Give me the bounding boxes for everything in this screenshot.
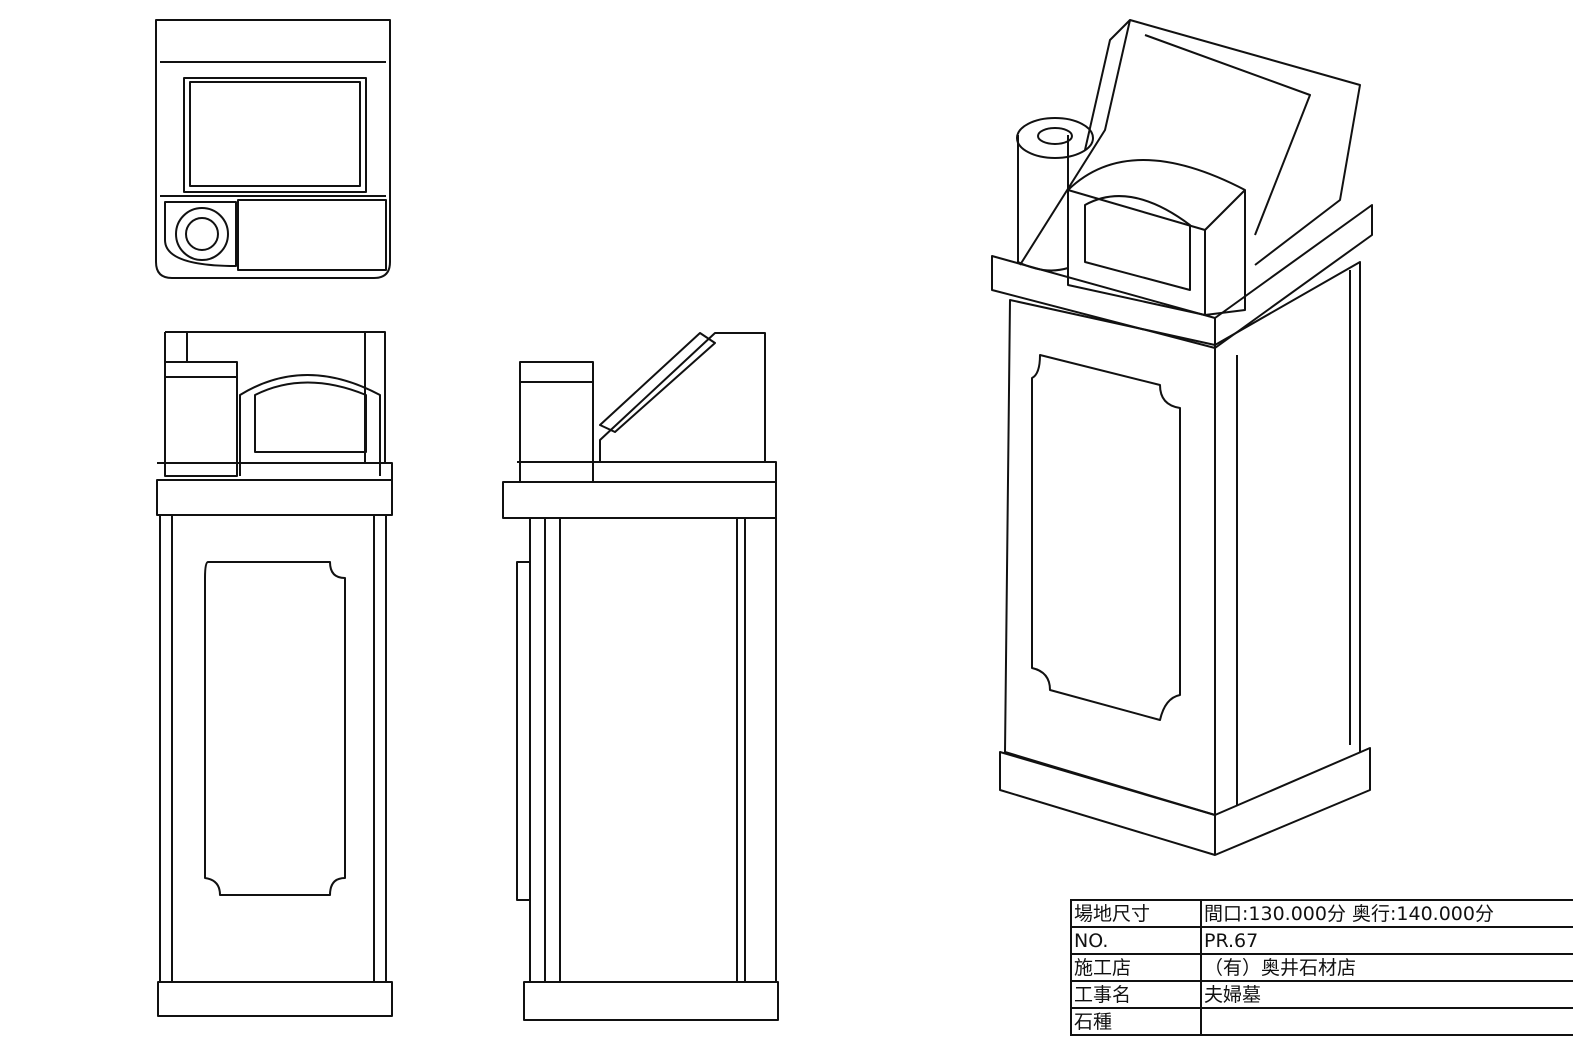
title-block: 場地尺寸 間口:130.000分 奥行:140.000分 NO. PR.67 施… xyxy=(1070,899,1573,1036)
table-row: 施工店 （有）奥井石材店 xyxy=(1070,953,1573,982)
side-view xyxy=(502,332,779,1021)
isometric-view xyxy=(991,19,1373,856)
contractor-label: 施工店 xyxy=(1070,953,1202,982)
stone-type-label: 石種 xyxy=(1070,1007,1202,1036)
site-size-label: 場地尺寸 xyxy=(1070,899,1202,928)
table-row: NO. PR.67 xyxy=(1070,926,1573,955)
table-row: 工事名 夫婦墓 xyxy=(1070,980,1573,1009)
number-value: PR.67 xyxy=(1200,926,1573,955)
contractor-value: （有）奥井石材店 xyxy=(1200,953,1573,982)
stone-type-value xyxy=(1200,1007,1573,1036)
project-name-value: 夫婦墓 xyxy=(1200,980,1573,1009)
number-label: NO. xyxy=(1070,926,1202,955)
table-row: 石種 xyxy=(1070,1007,1573,1036)
project-name-label: 工事名 xyxy=(1070,980,1202,1009)
site-size-value: 間口:130.000分 奥行:140.000分 xyxy=(1200,899,1573,928)
table-row: 場地尺寸 間口:130.000分 奥行:140.000分 xyxy=(1070,899,1573,928)
front-view xyxy=(156,331,393,1017)
top-view xyxy=(155,19,391,279)
